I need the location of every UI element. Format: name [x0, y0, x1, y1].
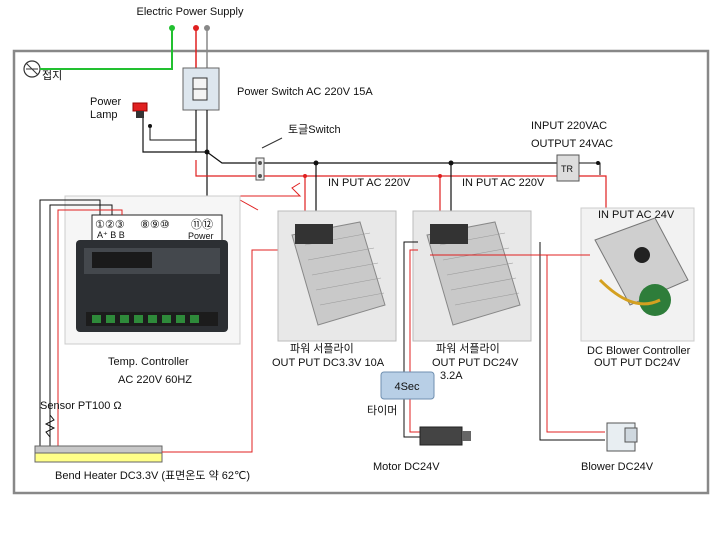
transformer-icon [556, 154, 580, 182]
blower-icon [606, 422, 638, 452]
transformer-input-label: INPUT 220VAC [531, 120, 607, 132]
power-switch-label: Power Switch AC 220V 15A [237, 86, 373, 98]
power-lamp-label-1: Power [90, 96, 122, 108]
sensor-label: Sensor PT100 Ω [40, 400, 122, 412]
psu1-image [277, 210, 397, 342]
power-switch [182, 67, 220, 111]
timer-box [380, 371, 435, 400]
diagram-title: Electric Power Supply [137, 6, 244, 18]
tc-terminals-left: ①②③ [95, 219, 125, 231]
blower-label: Blower DC24V [581, 461, 654, 473]
power-lamp-label-2: Lamp [90, 109, 118, 121]
psu1-name: 파워 서플라이 [290, 342, 354, 355]
psu2-image [412, 210, 532, 342]
psu1-input-label: IN PUT AC 220V [328, 177, 411, 189]
psu2-spec2: 3.2A [440, 370, 463, 382]
tc-terminals-mid: ⑧⑨⑩ [140, 219, 170, 231]
tc-power-label: Power [188, 231, 214, 241]
bend-heater [34, 445, 163, 463]
diagram-frame [12, 49, 710, 495]
ground-icon [23, 60, 41, 78]
blower-controller-spec: OUT PUT DC24V [594, 357, 681, 369]
timer-label: 타이머 [367, 404, 397, 417]
blower-ctrl-input-label: IN PUT AC 24V [598, 209, 675, 221]
tc-terminals-right: ⑪⑫ [191, 218, 213, 231]
toggle-switch-label: 토글Switch [288, 124, 341, 136]
psu1-spec: OUT PUT DC3.3V 10A [272, 357, 385, 369]
timer-value: 4Sec [394, 381, 420, 393]
tc-spec: AC 220V 60HZ [118, 374, 192, 386]
psu2-spec1: OUT PUT DC24V [432, 357, 519, 369]
transformer-tag: TR [561, 164, 573, 174]
toggle-switch-icon [255, 157, 265, 181]
tc-name: Temp. Controller [108, 356, 189, 368]
transformer-output-label: OUTPUT 24VAC [531, 138, 613, 150]
ground-label: 접지 [42, 69, 62, 82]
blower-controller-image [580, 207, 695, 342]
tc-terminal-letters: A⁺ B B [97, 230, 125, 240]
motor-icon [419, 426, 471, 446]
psu2-name: 파워 서플라이 [436, 342, 500, 355]
psu2-input-label: IN PUT AC 220V [462, 177, 545, 189]
sensor-icon [44, 414, 56, 438]
heater-label: Bend Heater DC3.3V (표면온도 약 62℃) [55, 468, 250, 482]
motor-label: Motor DC24V [373, 461, 440, 473]
temp-controller [64, 195, 241, 345]
power-lamp-icon [132, 102, 148, 118]
blower-controller-name: DC Blower Controller [587, 345, 691, 357]
